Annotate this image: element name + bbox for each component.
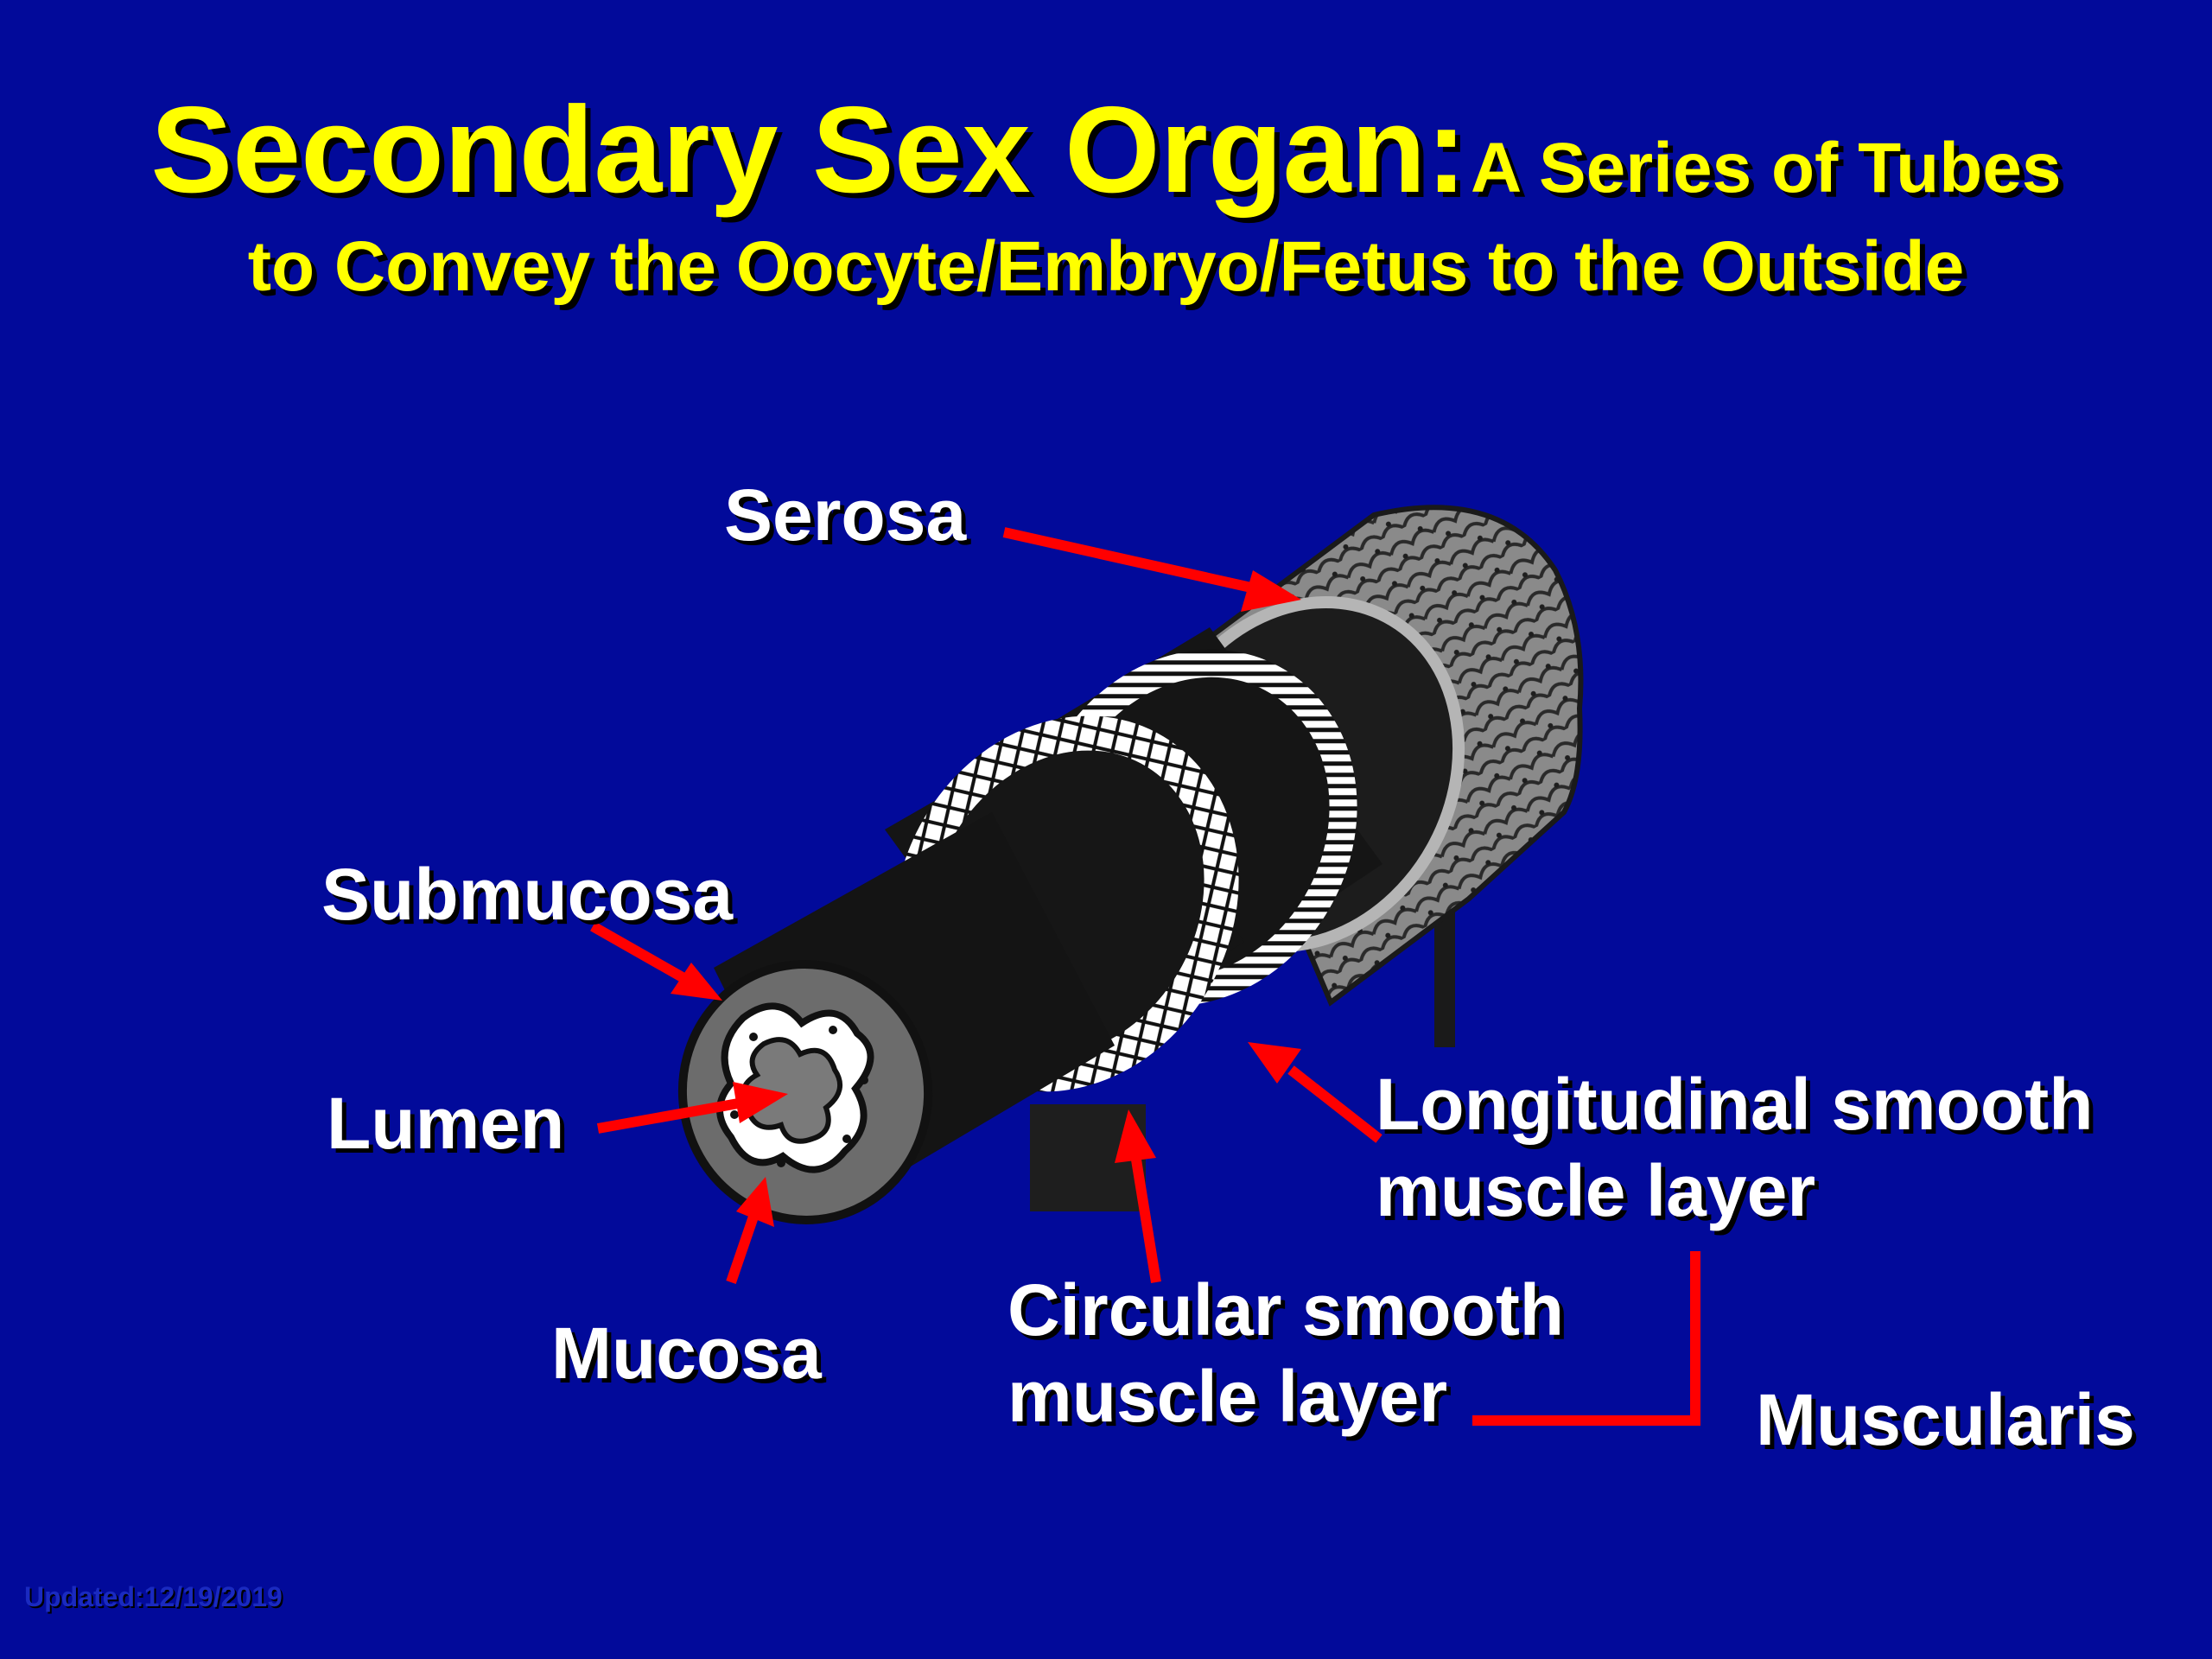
label-mucosa: Mucosa — [551, 1313, 822, 1394]
label-circular-line-2: muscle layer — [1007, 1356, 1448, 1437]
serosa-arrow — [1002, 527, 1301, 612]
mucosa-layer — [716, 1002, 874, 1173]
slide-title: Secondary Sex Organ: — [150, 81, 1467, 219]
mucosa-arrow — [726, 1177, 774, 1284]
label-circular-line-1: Circular smooth — [1007, 1269, 1565, 1351]
muscularis-bracket — [1472, 1251, 1700, 1426]
lumen-shape — [740, 1037, 843, 1144]
slide-subtitle-line-2: to Convey the Oocyte/Embryo/Fetus to the… — [247, 227, 1965, 306]
label-muscularis: Muscularis — [1756, 1379, 2135, 1460]
submucosa-arrow — [590, 921, 722, 1001]
circular-arrow — [1115, 1109, 1161, 1283]
label-submucosa: Submucosa — [321, 854, 734, 935]
label-longitudinal-line-1: Longitudinal smooth — [1376, 1064, 2094, 1145]
slide-subtitle-part-1: A Series of Tubes — [1471, 129, 2062, 207]
slide-title-line-1: Secondary Sex Organ: A Series of Tubes — [0, 79, 2212, 221]
label-longitudinal-muscle: Longitudinal smooth muscle layer — [1376, 1061, 2094, 1234]
label-circular-muscle: Circular smooth muscle layer — [1007, 1267, 1564, 1440]
updated-date-footer: Updated:12/19/2019 — [24, 1581, 283, 1612]
label-lumen: Lumen — [327, 1083, 565, 1164]
label-longitudinal-line-2: muscle layer — [1376, 1150, 1816, 1231]
longitudinal-arrow — [1248, 1042, 1382, 1143]
lumen-arrow — [596, 1082, 788, 1134]
label-serosa: Serosa — [724, 474, 967, 556]
